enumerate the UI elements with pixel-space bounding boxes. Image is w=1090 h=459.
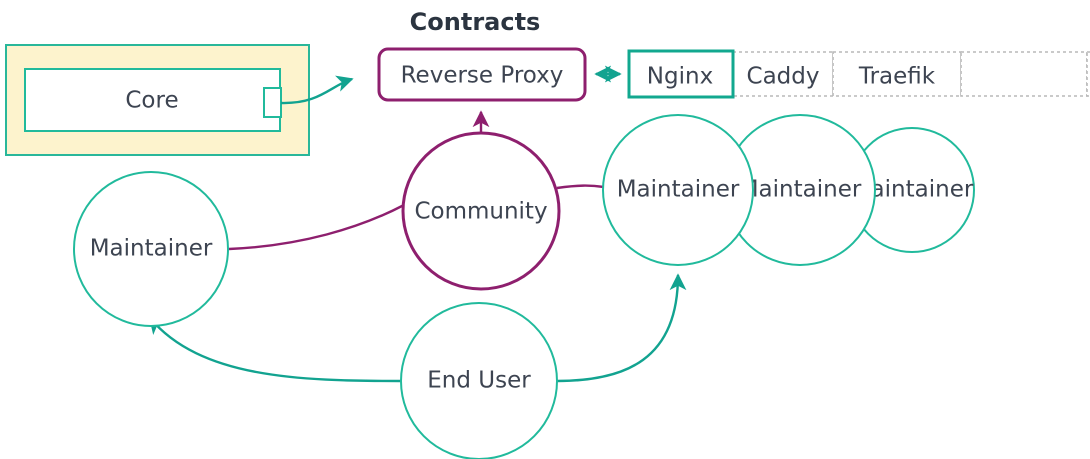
- edge-community-to-maintainer-right: [556, 184, 605, 190]
- choice-box-nginx[interactable]: [627, 49, 735, 99]
- reverse-proxy-node[interactable]: Reverse Proxy: [377, 47, 587, 102]
- community-node[interactable]: Community: [401, 131, 561, 291]
- reverse-proxy-box[interactable]: [377, 47, 587, 102]
- core-node-box[interactable]: [24, 68, 281, 132]
- maintainer-group-right[interactable]: Maintainer Maintainer Maintainer: [602, 114, 975, 266]
- maintainer-circle-left[interactable]: [73, 171, 229, 327]
- choice-box-traefik[interactable]: [832, 51, 962, 97]
- choice-box-empty-2[interactable]: [1086, 51, 1090, 97]
- end-user-label: End User: [427, 368, 531, 394]
- maintainer-label-1: Maintainer: [617, 177, 740, 203]
- choice-label-caddy: Caddy: [747, 64, 820, 90]
- edge-maintainer-left-to-community: [228, 203, 405, 251]
- end-user-circle[interactable]: [400, 302, 558, 459]
- core-label: Core: [125, 88, 178, 114]
- edge-core-to-reverse-proxy: [280, 75, 354, 105]
- maintainer-node-left[interactable]: Maintainer: [73, 171, 229, 327]
- maintainer-circle-1[interactable]: [602, 114, 754, 266]
- choice-label-nginx: Nginx: [647, 64, 713, 90]
- contracts-title: Contracts: [410, 8, 541, 36]
- maintainer-label-2: Maintainer: [739, 177, 862, 203]
- community-circle[interactable]: [401, 131, 561, 291]
- end-user-node[interactable]: End User: [400, 302, 558, 459]
- community-label: Community: [414, 199, 547, 225]
- maintainer-label-left: Maintainer: [90, 236, 213, 262]
- reverse-proxy-label: Reverse Proxy: [401, 63, 564, 89]
- core-port[interactable]: [263, 87, 282, 118]
- proxy-choice-list[interactable]: Caddy Traefik Nginx: [627, 49, 1090, 99]
- core-cluster[interactable]: Core: [5, 44, 310, 156]
- edge-end-user-to-maintainer-left: [148, 316, 401, 383]
- choice-label-traefik: Traefik: [858, 64, 936, 90]
- choice-box-caddy[interactable]: [732, 51, 834, 97]
- choice-box-empty-1[interactable]: [960, 51, 1088, 97]
- edge-end-user-to-maintainer-right: [556, 273, 687, 383]
